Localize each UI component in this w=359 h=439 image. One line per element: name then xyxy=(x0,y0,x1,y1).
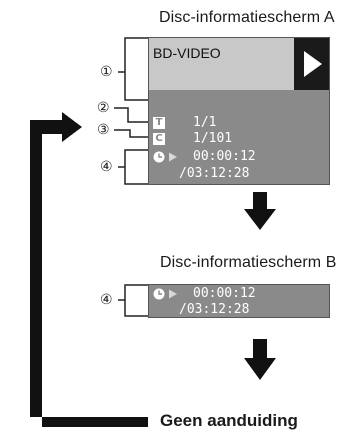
play-status-box xyxy=(294,38,329,90)
disc-type-label: BD-VIDEO xyxy=(153,45,221,61)
title-icon: T xyxy=(153,117,165,129)
callout-4: ④ xyxy=(100,158,113,174)
chapter-icon: C xyxy=(153,133,165,145)
callout-4-b: ④ xyxy=(100,291,113,307)
callout-1-bracket xyxy=(118,37,148,101)
play-icon xyxy=(304,51,322,77)
total-time-b: /03:12:28 xyxy=(179,302,250,317)
disc-info-screen-b: 00:00:12 /03:12:28 xyxy=(148,284,330,318)
clock-icon xyxy=(153,288,165,300)
screen-b-heading: Disc-informatiescherm B xyxy=(160,254,337,271)
clock-icon xyxy=(153,151,165,163)
elapsed-time: 00:00:12 xyxy=(193,149,256,164)
elapsed-time-b: 00:00:12 xyxy=(193,286,256,301)
callout-3-bracket xyxy=(114,129,148,138)
callout-2-bracket xyxy=(114,107,148,123)
callout-3: ③ xyxy=(97,121,110,137)
down-arrow-1 xyxy=(244,192,276,230)
callout-2: ② xyxy=(97,99,110,115)
screen-a-heading: Disc-informatiescherm A xyxy=(159,9,335,26)
total-time: /03:12:28 xyxy=(179,166,250,181)
return-arrow xyxy=(30,112,148,427)
play-small-icon xyxy=(168,288,178,300)
down-arrow-2 xyxy=(244,339,276,380)
disc-info-screen-a: BD-VIDEO T 1/1 C 1/101 00:00:12 /03:12:2… xyxy=(148,37,330,185)
play-small-icon xyxy=(168,151,178,163)
disc-type-bar: BD-VIDEO xyxy=(149,38,294,90)
no-display-label: Geen aanduiding xyxy=(160,411,298,430)
title-number: 1/1 xyxy=(193,115,217,130)
callout-4-bracket xyxy=(118,149,148,185)
callout-4b-bracket xyxy=(118,284,148,317)
chapter-number: 1/101 xyxy=(193,131,233,146)
callout-1: ① xyxy=(100,63,113,79)
